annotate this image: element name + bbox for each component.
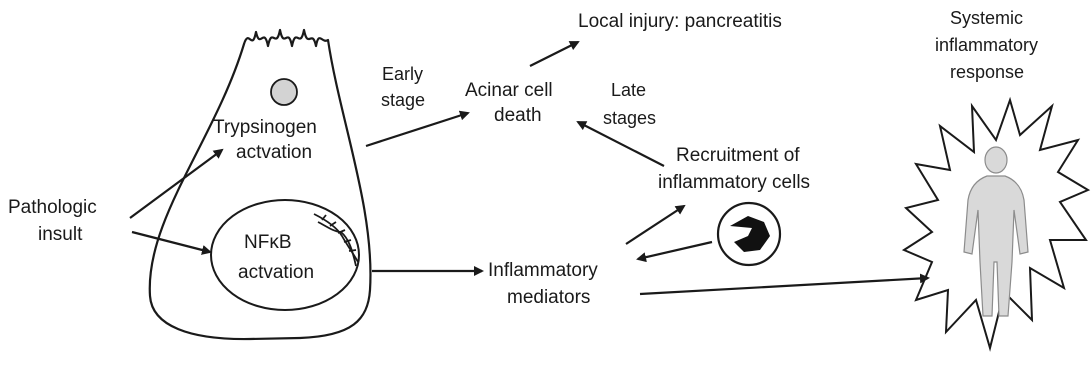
death-label: death — [494, 105, 542, 126]
mediators-label: mediators — [507, 287, 590, 308]
stage-label: stage — [381, 90, 425, 110]
insult-label: insult — [38, 224, 83, 245]
response-label: response — [950, 62, 1024, 82]
late-label: Late — [611, 80, 646, 100]
nfkb-label: NFκB — [244, 232, 292, 253]
local-injury-label: Local injury: pancreatitis — [578, 11, 782, 32]
inflammatory-cells-label: inflammatory cells — [658, 172, 810, 193]
pathologic-label: Pathologic — [8, 197, 97, 218]
inflammatory-cell-icon — [718, 203, 780, 265]
trypsinogen-label: Trypsinogen — [213, 117, 317, 138]
dna-helix-icon — [314, 214, 358, 266]
stages-label: stages — [603, 108, 656, 128]
inflammatory-mediators-label: Inflammatory — [488, 260, 598, 281]
nucleus — [211, 200, 359, 310]
insult-to-nfkb-arrow — [132, 232, 210, 252]
early-label: Early — [382, 64, 423, 84]
acinar-cell-label: Acinar cell — [465, 80, 553, 101]
nfkb-activation-label: actvation — [238, 262, 314, 283]
trypsinogen-activation-label: actvation — [236, 142, 312, 163]
systemic-label: Systemic — [950, 8, 1023, 28]
mediators-to-recruitment-arrow — [626, 206, 684, 244]
mediators-to-systemic-arrow — [640, 278, 928, 294]
recruitment-label: Recruitment of — [676, 145, 800, 166]
recruitment-to-death-arrow — [578, 122, 664, 166]
zymogen-granule-icon — [271, 79, 297, 105]
inflammatory-cell-to-mediators-arrow — [638, 242, 712, 259]
inflammatory-label: inflammatory — [935, 35, 1038, 55]
death-to-local-injury-arrow — [530, 42, 578, 66]
trypsinogen-to-death-arrow — [366, 113, 468, 146]
insult-to-trypsinogen-arrow — [130, 150, 222, 218]
